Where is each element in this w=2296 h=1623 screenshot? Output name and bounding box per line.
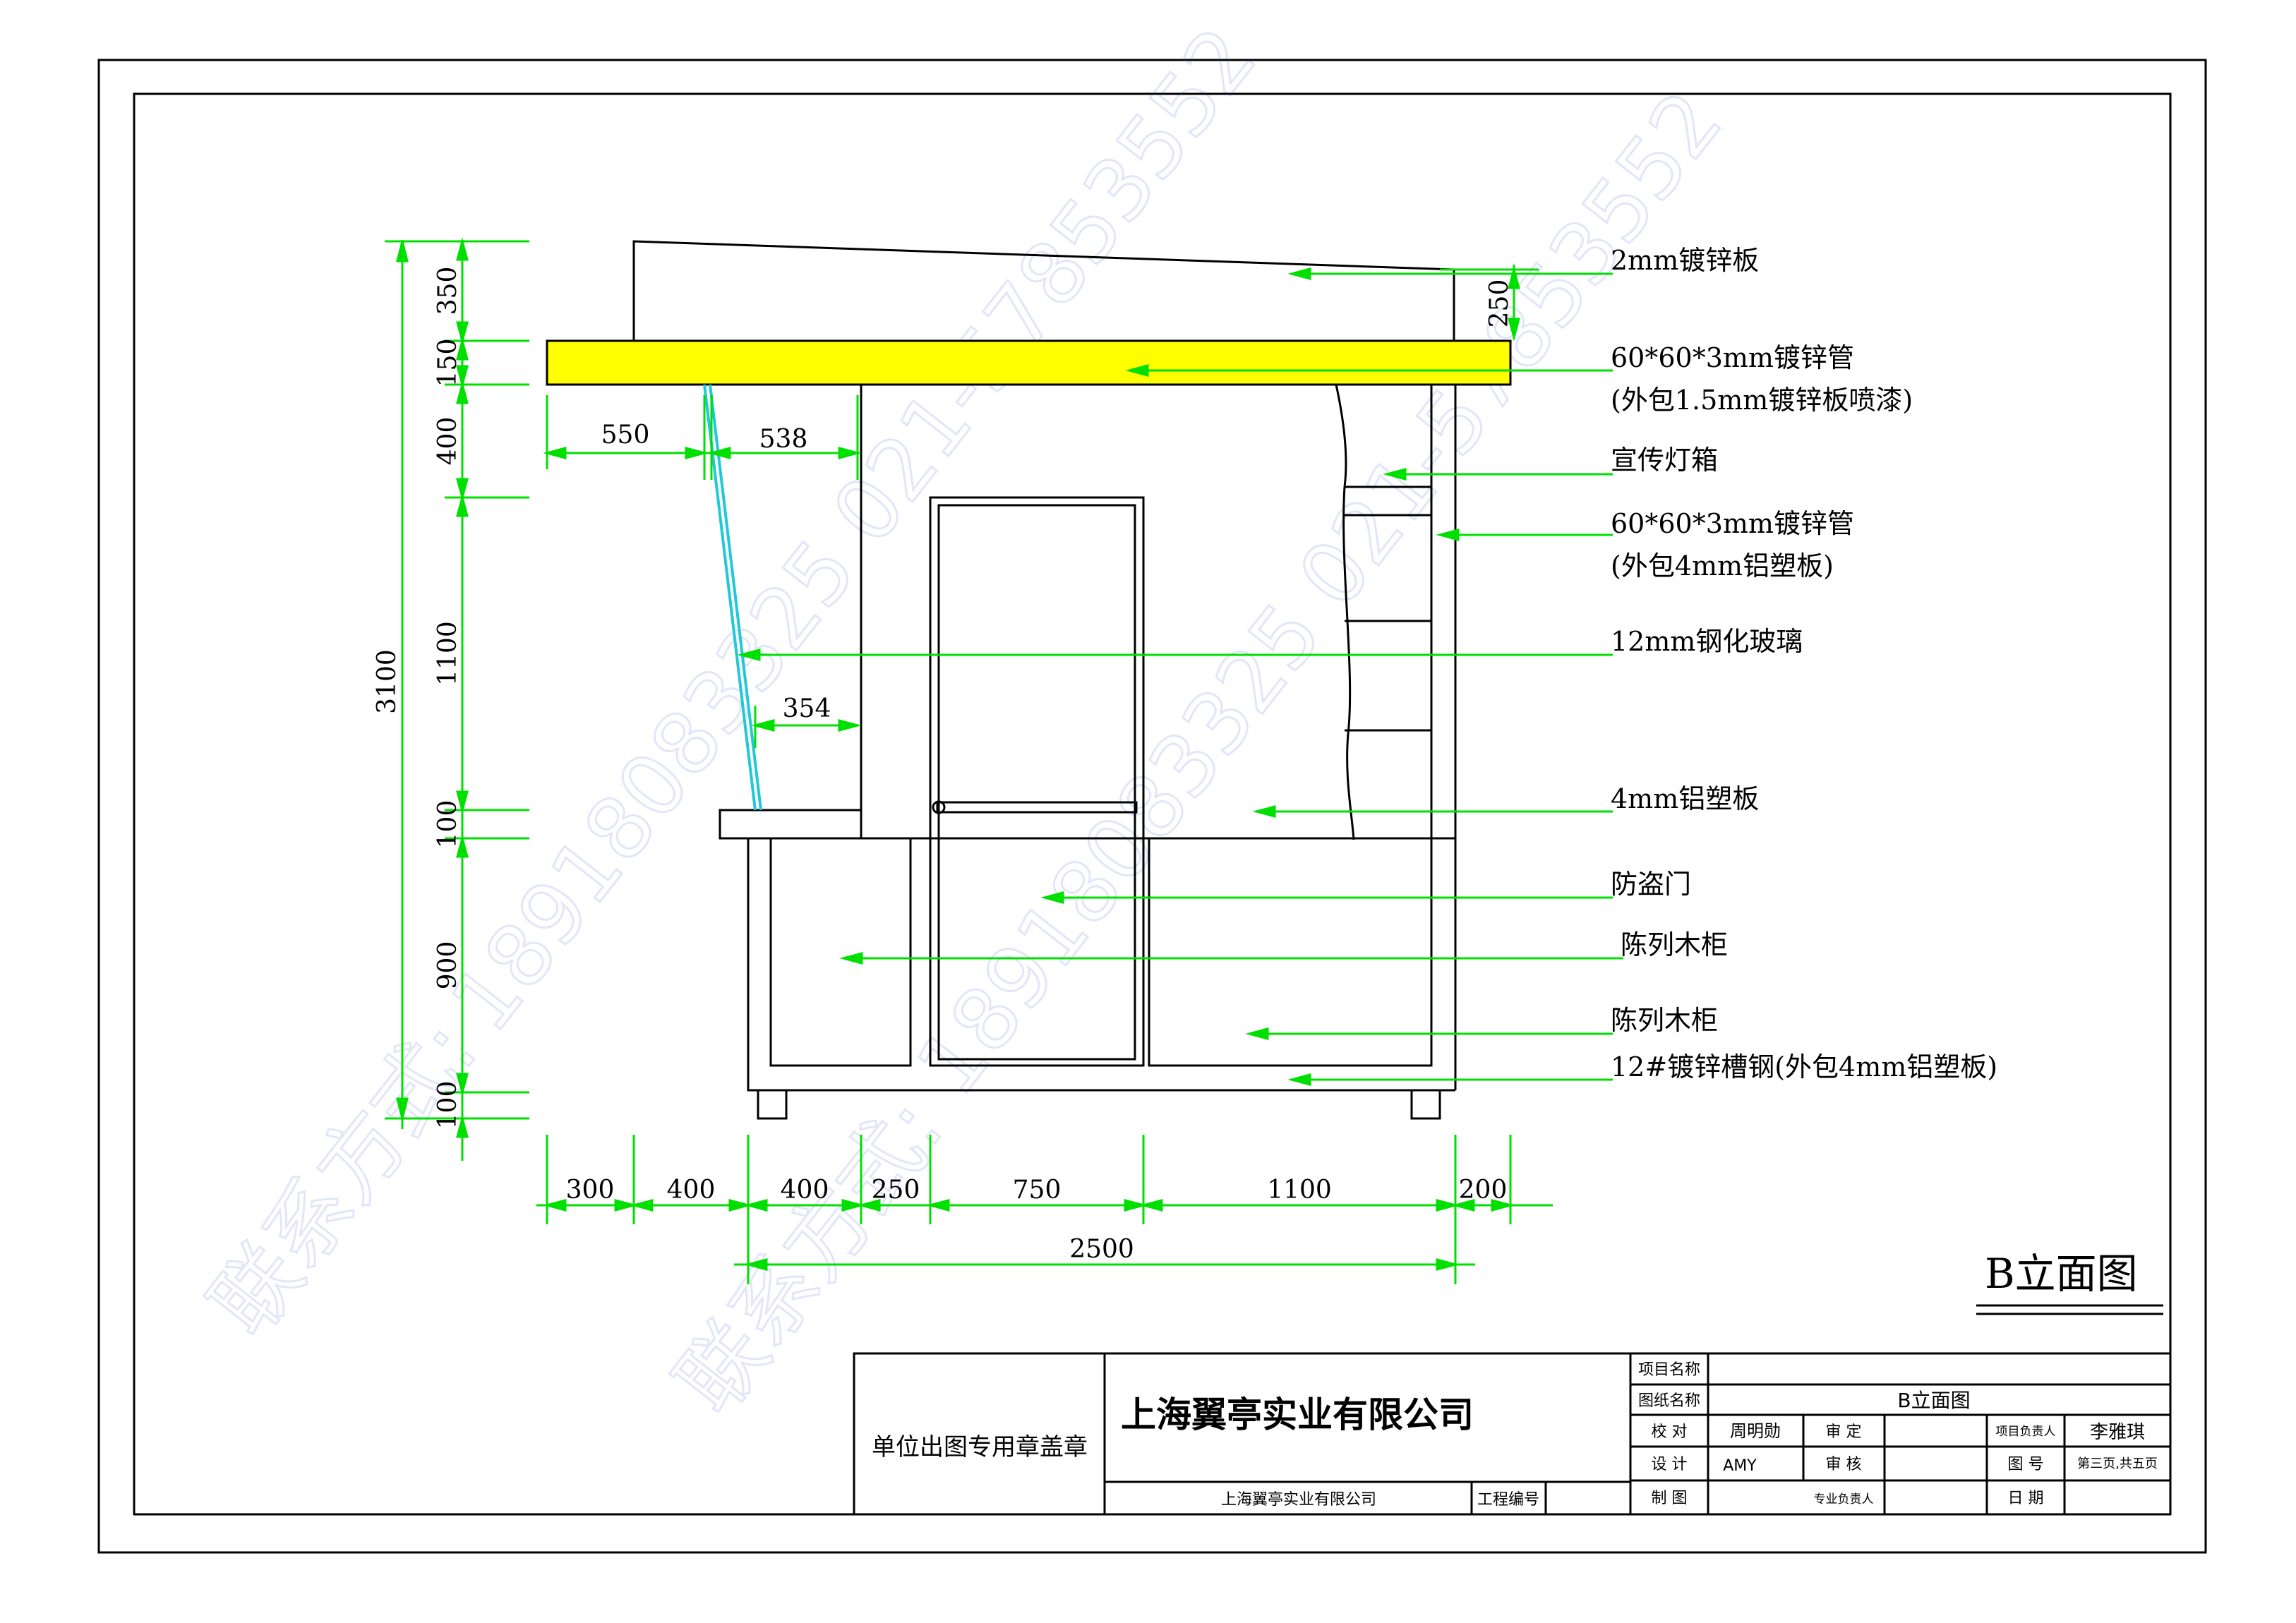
- watermark-4: 联系方式:: [659, 1081, 962, 1431]
- check-label: 校 对: [1652, 1423, 1688, 1441]
- title-block-text: 单位出图专用章盖章 上海翼亭实业有限公司 上海翼亭实业有限公司 工程编号 项目名…: [872, 1361, 2158, 1509]
- right-cabinet: [1148, 838, 1433, 1067]
- dim-354: 354: [783, 694, 831, 723]
- elevation: [632, 240, 1457, 1120]
- outer-frame: [97, 59, 2207, 1554]
- label-galv-pipe-1: 60*60*3mm镀锌管: [1611, 342, 1854, 373]
- checker: 周明勋: [1730, 1421, 1781, 1441]
- drawing-name-label: 图纸名称: [1638, 1392, 1700, 1410]
- dim-550: 550: [601, 421, 650, 450]
- dim-400-b2: 400: [781, 1176, 829, 1205]
- watermark-2: 联系方式:: [193, 1003, 496, 1353]
- dim-400-b1: 400: [667, 1176, 716, 1205]
- dim-250-b: 250: [872, 1176, 920, 1205]
- company-name: 上海翼亭实业有限公司: [1121, 1394, 1474, 1435]
- project-lead: 李雅琪: [2090, 1422, 2145, 1443]
- left-foot: [757, 1089, 788, 1120]
- door-outer: [929, 496, 1145, 1067]
- dim-250-right: 250: [1485, 279, 1514, 328]
- dim-300: 300: [566, 1176, 615, 1205]
- bottom-dim-texts: 300 400 400 250 750 1100 200 2500 550 53…: [566, 421, 1508, 1264]
- right-foot: [1410, 1089, 1441, 1120]
- sheet-number: 第三页,共五页: [2077, 1456, 2158, 1471]
- door-inner: [937, 504, 1136, 1061]
- label-galv-pipe-2-note: (外包4mm铝塑板): [1611, 550, 1834, 581]
- label-channel-steel: 12#镀锌槽钢(外包4mm铝塑板): [1611, 1051, 1997, 1082]
- counter-top: [719, 809, 862, 840]
- specialist-label: 专业负责人: [1814, 1492, 1874, 1507]
- draw-label: 制 图: [1652, 1490, 1688, 1507]
- door-knob: [932, 800, 946, 814]
- company-name-small: 上海翼亭实业有限公司: [1221, 1491, 1376, 1509]
- project-no-label: 工程编号: [1477, 1491, 1539, 1509]
- dim-1100: 1100: [433, 621, 462, 686]
- label-galv-pipe-2: 60*60*3mm镀锌管: [1611, 508, 1854, 539]
- left-cabinet: [769, 838, 912, 1067]
- dim-350: 350: [433, 267, 462, 315]
- material-labels: 2mm镀锌板 60*60*3mm镀锌管 (外包1.5mm镀锌板喷漆) 宣传灯箱 …: [1611, 245, 1997, 1082]
- drawing-name: B立面图: [1897, 1389, 1970, 1412]
- label-security-door: 防盗门: [1611, 869, 1691, 900]
- base-body: [747, 838, 1455, 1092]
- dim-900: 900: [433, 941, 462, 990]
- dim-150: 150: [433, 339, 462, 387]
- date-label: 日 期: [2008, 1490, 2044, 1507]
- label-galv-sheet: 2mm镀锌板: [1611, 245, 1759, 276]
- dim-750: 750: [1013, 1176, 1062, 1205]
- label-tempered-glass: 12mm钢化玻璃: [1611, 626, 1803, 657]
- project-lead-label: 项目负责人: [1996, 1425, 2056, 1439]
- design-label: 设 计: [1652, 1456, 1688, 1473]
- label-alu-panel: 4mm铝塑板: [1611, 783, 1759, 814]
- project-name-label: 项目名称: [1638, 1361, 1700, 1379]
- label-cabinet-1: 陈列木柜: [1621, 929, 1728, 960]
- dim-1100-b: 1100: [1267, 1176, 1332, 1205]
- designer: AMY: [1723, 1457, 1757, 1475]
- dim-3100: 3100: [373, 649, 402, 714]
- dim-100a: 100: [433, 800, 462, 849]
- stamp-label: 单位出图专用章盖章: [872, 1433, 1088, 1461]
- dim-538: 538: [759, 425, 808, 454]
- drawing-title: B立面图: [1985, 1250, 2138, 1298]
- review-label: 审 核: [1826, 1456, 1862, 1473]
- title-block: [853, 1352, 2172, 1516]
- dim-2500: 2500: [1069, 1235, 1134, 1264]
- yellow-beam: [546, 339, 1512, 386]
- watermark: 18918083325 021-57853552 联系方式: 189180833…: [192, 9, 1743, 1432]
- door-handle: [936, 801, 1138, 814]
- dim-400: 400: [433, 417, 462, 466]
- dim-200: 200: [1459, 1176, 1508, 1205]
- approve-label: 审 定: [1826, 1423, 1862, 1441]
- label-cabinet-2: 陈列木柜: [1611, 1005, 1718, 1036]
- dimension-lines: [385, 237, 1623, 1284]
- light-box-curve: [1335, 384, 1355, 840]
- roof-sheet: [632, 240, 1455, 342]
- dim-100b: 100: [433, 1081, 462, 1130]
- label-light-box: 宣传灯箱: [1611, 445, 1718, 476]
- left-dim-texts: 350 150 400 1100 100 900 100 3100: [373, 267, 462, 1130]
- label-galv-pipe-1-note: (外包1.5mm镀锌板喷漆): [1611, 385, 1913, 416]
- sheet-label: 图 号: [2008, 1456, 2044, 1473]
